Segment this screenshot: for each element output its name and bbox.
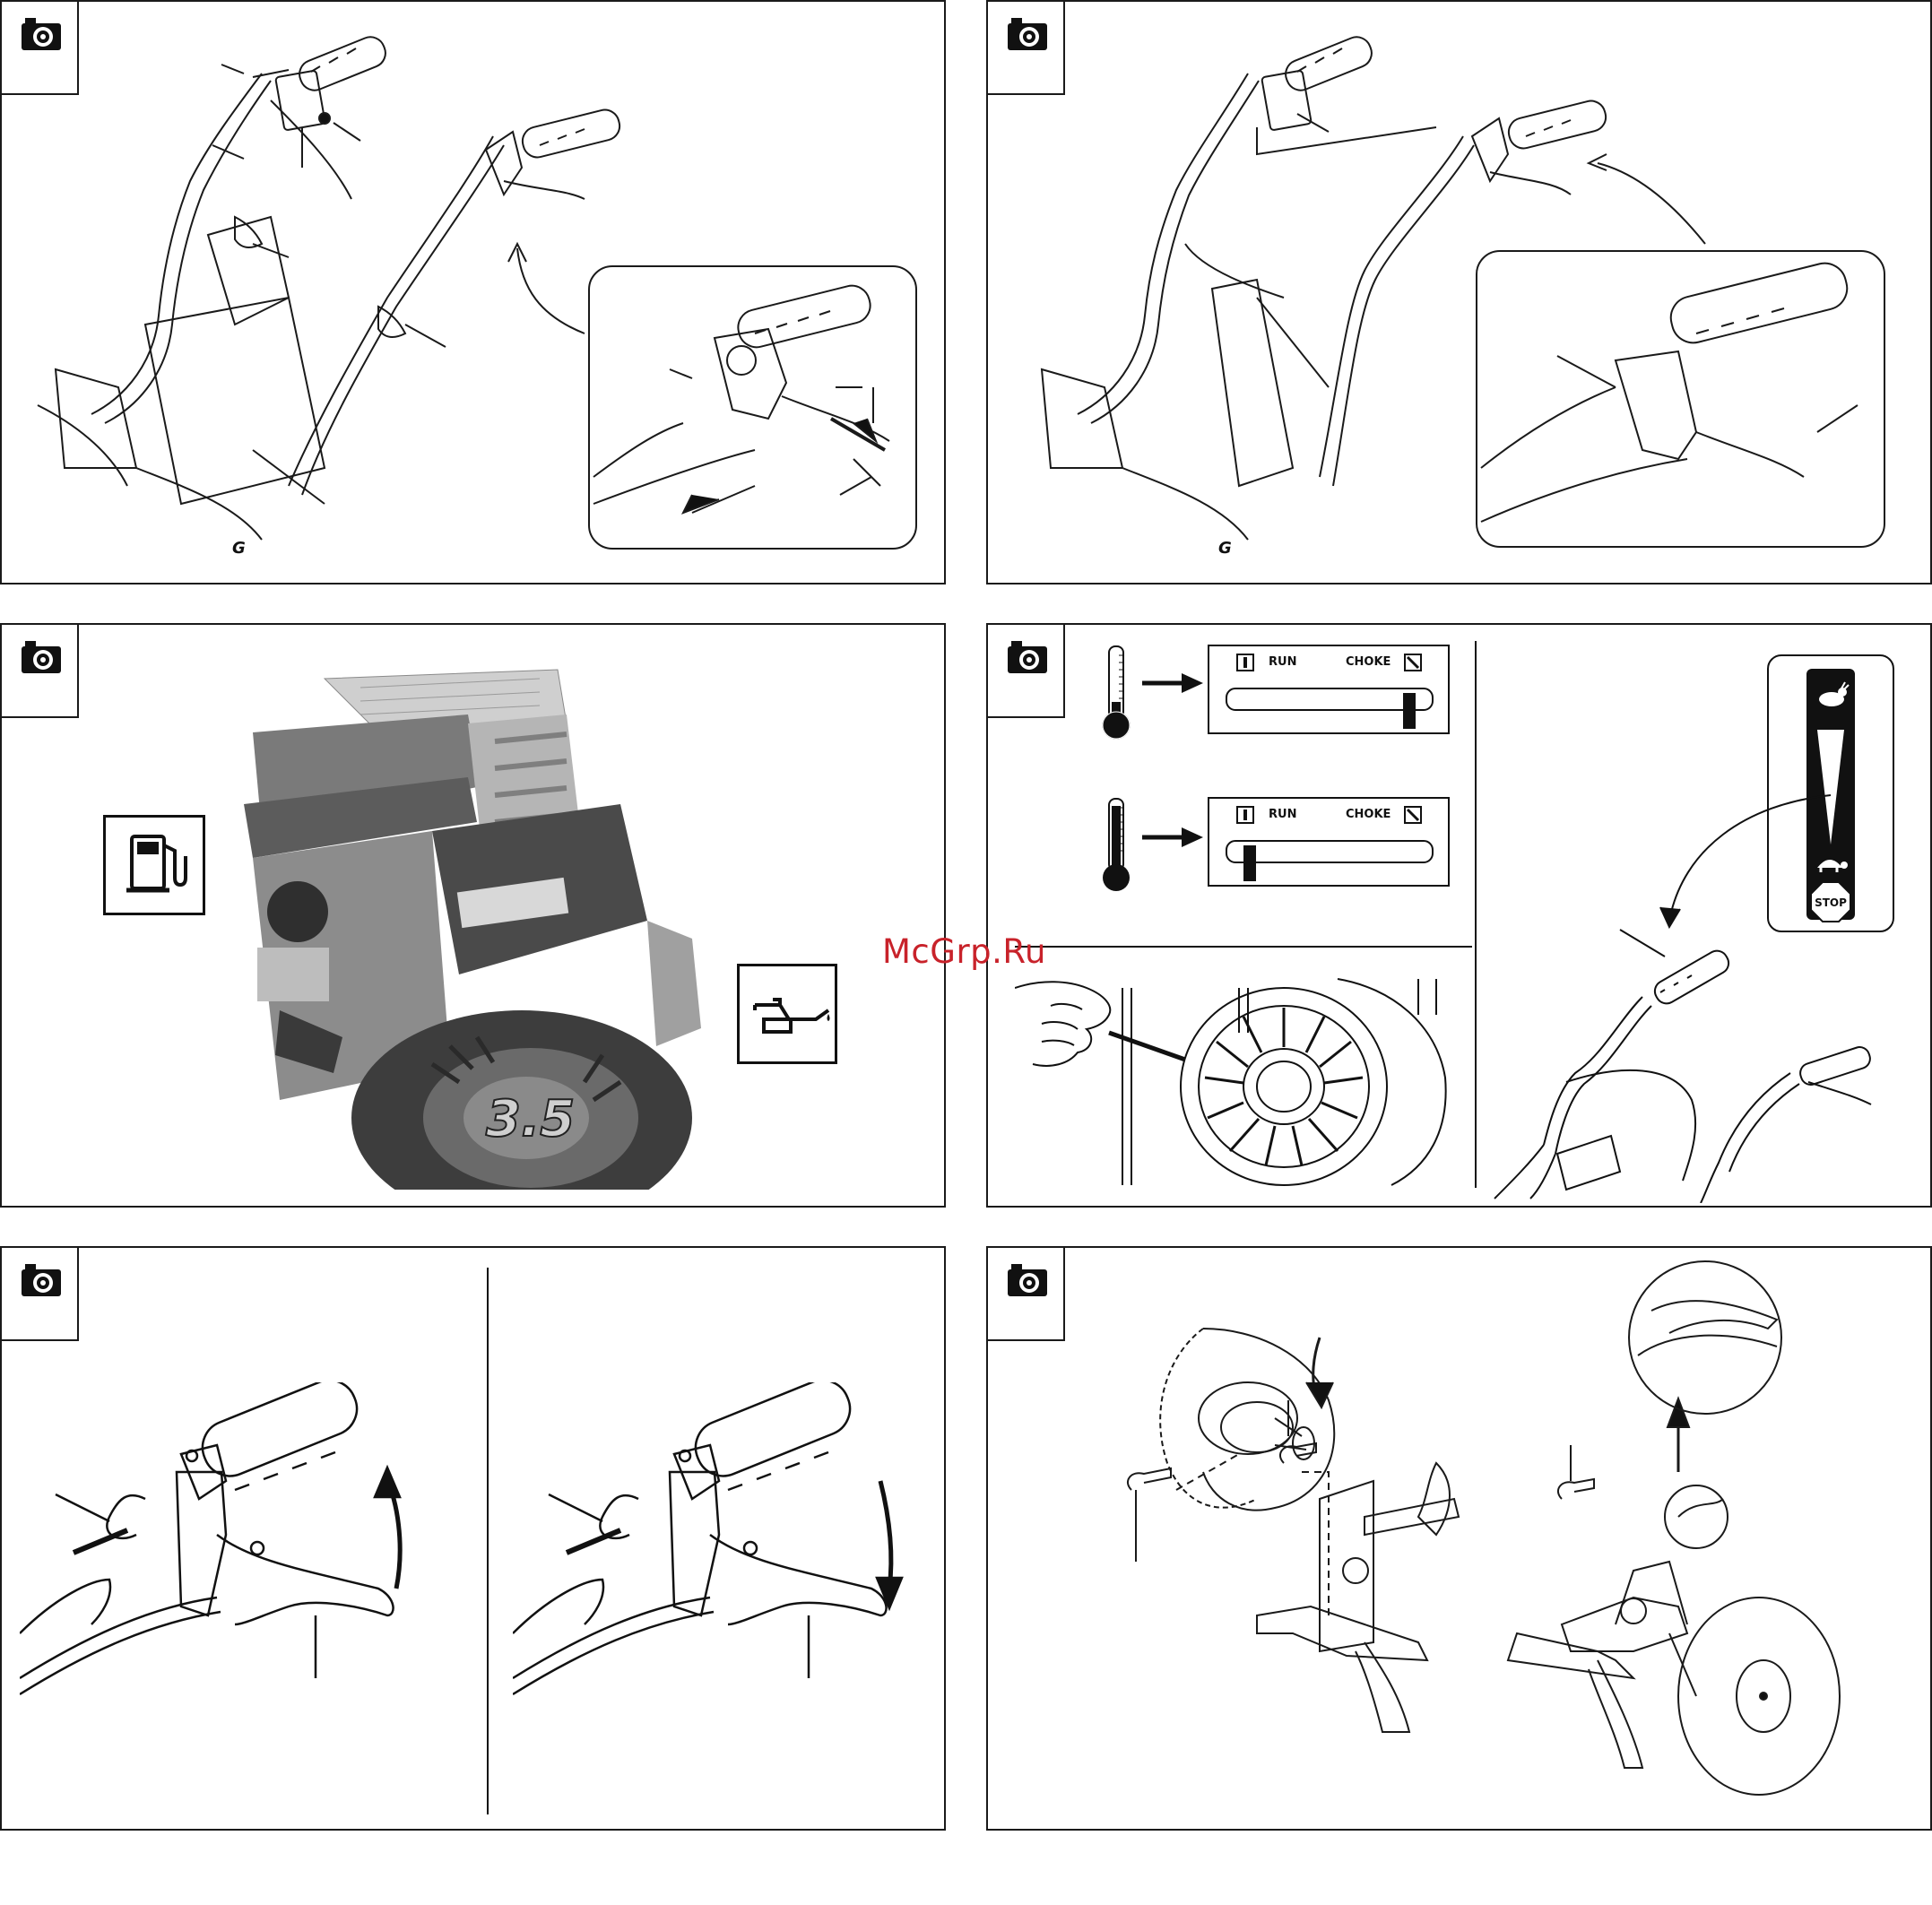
choke-panel-cold: RUN CHOKE [1208, 645, 1450, 734]
camera-icon-box [2, 625, 79, 718]
arrow-right-icon [1140, 670, 1205, 697]
choke-icon [1404, 806, 1422, 824]
panel-clutch-lever [0, 1246, 946, 1831]
handle-installed-drawing [988, 2, 1932, 586]
camera-icon-box [2, 1248, 79, 1341]
thermometer-warm-icon [1100, 797, 1132, 894]
run-label: RUN [1269, 655, 1296, 669]
tine-assembly-drawing [988, 1248, 1932, 1832]
brand-logo: G [230, 535, 257, 559]
engine-badge: 3.5 [486, 1090, 575, 1148]
run-label: RUN [1269, 808, 1296, 821]
panel-tine-assembly [986, 1246, 1932, 1831]
choke-label: CHOKE [1346, 655, 1391, 669]
watermark: McGrp.Ru [882, 932, 1046, 971]
choke-lever-knob[interactable] [1243, 845, 1256, 881]
lever-engage-drawing [20, 1382, 468, 1777]
choke-panel-warm: RUN CHOKE [1208, 797, 1450, 887]
recoil-starter-drawing [1015, 952, 1472, 1194]
fuel-pump-icon [103, 815, 205, 915]
svg-text:G: G [232, 539, 246, 558]
lever-release-drawing [513, 1382, 934, 1777]
choke-slot [1226, 840, 1434, 863]
camera-icon [20, 1260, 63, 1300]
panel-handle-installed: G [986, 0, 1932, 584]
oil-can-icon [737, 964, 837, 1064]
panel-choke-start: RUN CHOKE RUN CHOKE [986, 623, 1932, 1208]
thermometer-cold-icon [1100, 645, 1132, 741]
divider-vertical [487, 1268, 489, 1814]
engine-photo: 3.5 [226, 652, 710, 1190]
camera-icon [1006, 637, 1049, 677]
camera-icon [20, 637, 63, 677]
panel-handle-cable-assembly: G [0, 0, 946, 584]
choke-label: CHOKE [1346, 808, 1391, 821]
camera-icon-box [988, 625, 1065, 718]
svg-text:G: G [1218, 539, 1232, 558]
handle-assembly-drawing [2, 2, 948, 586]
handle-throttle-drawing [1477, 750, 1929, 1203]
brand-logo: G [1217, 535, 1243, 559]
divider-horizontal [1015, 946, 1472, 948]
run-icon [1236, 806, 1254, 824]
arrow-right-icon [1140, 824, 1205, 851]
choke-icon [1404, 654, 1422, 671]
run-icon [1236, 654, 1254, 671]
choke-lever-knob[interactable] [1403, 693, 1416, 729]
rabbit-icon [1812, 681, 1850, 710]
panel-engine-fuel-oil: 3.5 [0, 623, 946, 1208]
